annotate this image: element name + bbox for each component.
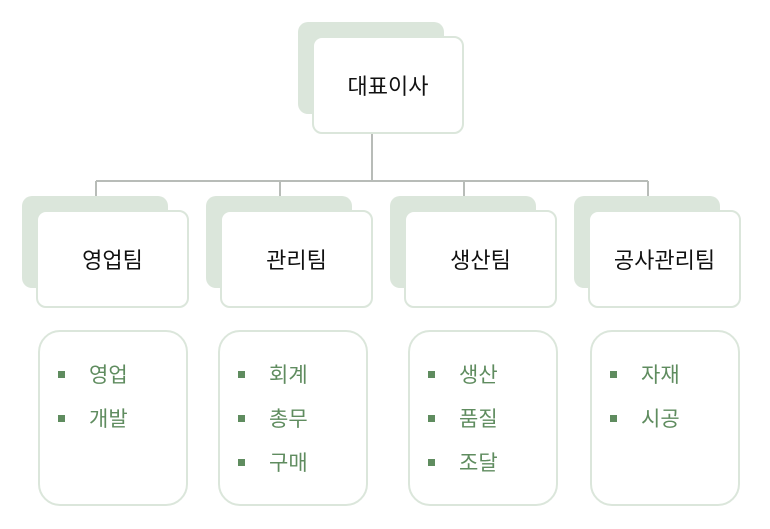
bullet-icon <box>428 458 435 466</box>
bullet-icon <box>238 370 245 378</box>
item-label: 품질 <box>459 407 498 431</box>
team-items-construction: 자재 시공 <box>590 330 740 506</box>
bullet-icon <box>238 458 245 466</box>
item-label: 총무 <box>269 407 308 431</box>
item-label: 구매 <box>269 451 308 475</box>
list-item: 총무 <box>238 396 366 440</box>
bullet-icon <box>58 414 65 422</box>
bullet-icon <box>428 370 435 378</box>
team-node-box: 영업팀 <box>36 210 189 308</box>
list-item: 구매 <box>238 440 366 484</box>
list-item: 영업 <box>58 352 186 396</box>
item-label: 생산 <box>459 363 498 387</box>
bullet-icon <box>610 414 617 422</box>
item-label: 조달 <box>459 451 498 475</box>
bullet-icon <box>238 414 245 422</box>
team-label: 공사관리팀 <box>613 249 716 274</box>
item-list: 영업 개발 <box>58 352 186 440</box>
item-label: 시공 <box>641 407 680 431</box>
team-items-production: 생산 품질 조달 <box>408 330 558 506</box>
team-label: 영업팀 <box>82 249 143 274</box>
item-label: 자재 <box>641 363 680 387</box>
team-node-box: 공사관리팀 <box>588 210 741 308</box>
item-list: 생산 품질 조달 <box>428 352 556 484</box>
team-items-sales: 영업 개발 <box>38 330 188 506</box>
bullet-icon <box>428 414 435 422</box>
item-label: 회계 <box>269 363 308 387</box>
list-item: 품질 <box>428 396 556 440</box>
ceo-node-box: 대표이사 <box>312 36 464 134</box>
team-items-management: 회계 총무 구매 <box>218 330 368 506</box>
team-node-box: 관리팀 <box>220 210 373 308</box>
item-label: 개발 <box>89 407 128 431</box>
team-node-box: 생산팀 <box>404 210 557 308</box>
item-label: 영업 <box>89 363 128 387</box>
list-item: 회계 <box>238 352 366 396</box>
ceo-label: 대표이사 <box>347 75 429 100</box>
team-label: 관리팀 <box>266 249 327 274</box>
list-item: 개발 <box>58 396 186 440</box>
bullet-icon <box>58 370 65 378</box>
list-item: 시공 <box>610 396 738 440</box>
item-list: 회계 총무 구매 <box>238 352 366 484</box>
item-list: 자재 시공 <box>610 352 738 440</box>
list-item: 생산 <box>428 352 556 396</box>
team-label: 생산팀 <box>450 249 511 274</box>
list-item: 자재 <box>610 352 738 396</box>
list-item: 조달 <box>428 440 556 484</box>
bullet-icon <box>610 370 617 378</box>
